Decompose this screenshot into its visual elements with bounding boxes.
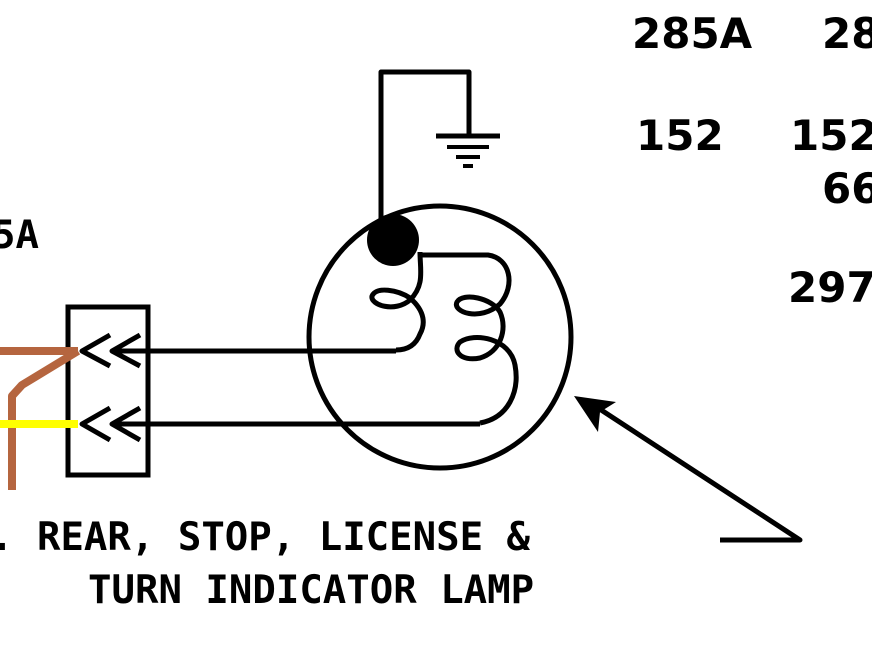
lamp-caption-line1: . REAR, STOP, LICENSE & [0,515,531,560]
wire-label-66: 66 [822,164,872,213]
wire-label-285a: 285A [632,9,753,58]
lamp-pointer-arrowhead [574,396,616,432]
wire-label-152-right: 152 [790,111,872,160]
filament-right [420,252,519,426]
ground-wire [378,69,472,235]
lamp-caption-line2: TURN INDICATOR LAMP [88,568,534,613]
filament-left [369,251,426,353]
brown-wire-branch [8,347,81,490]
ground-symbol [436,133,500,168]
wire-label-5a-partial: 5A [0,213,39,258]
wire-label-28-partial: 28 [822,9,872,58]
lamp-pointer-line [590,401,803,543]
lamp-ground-terminal [367,214,419,266]
wire-label-152-left: 152 [636,111,724,160]
lamp-connector [65,304,151,478]
wire-label-297: 297 [788,263,872,312]
lamp-bulb-circle [306,203,574,471]
